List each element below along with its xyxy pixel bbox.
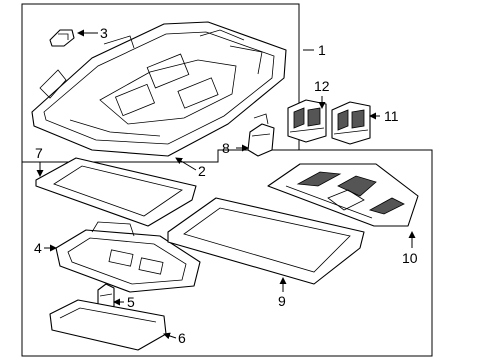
switch-11-part bbox=[331, 101, 371, 145]
lens-part bbox=[49, 299, 167, 351]
callout-11: 11 bbox=[384, 108, 399, 124]
leader-6 bbox=[163, 332, 177, 340]
callout-5: 5 bbox=[127, 294, 135, 310]
callout-3: 3 bbox=[100, 25, 108, 41]
sunroof-panel-part bbox=[167, 197, 365, 285]
callout-7: 7 bbox=[35, 145, 43, 161]
console-bezel-part bbox=[267, 163, 419, 227]
leader-2 bbox=[175, 157, 197, 171]
clip-part bbox=[49, 29, 75, 47]
callout-10: 10 bbox=[402, 250, 418, 266]
switch-12-part bbox=[287, 99, 327, 143]
connector-part bbox=[247, 113, 275, 157]
console-frame-part bbox=[31, 21, 287, 157]
lower-assembly-frame bbox=[21, 149, 433, 357]
callout-8: 8 bbox=[222, 140, 230, 156]
lamp-housing-part bbox=[55, 221, 201, 293]
callout-6: 6 bbox=[178, 330, 186, 346]
leader-lines bbox=[36, 29, 416, 340]
callout-4: 4 bbox=[34, 240, 42, 256]
callout-9: 9 bbox=[278, 293, 286, 309]
callout-12: 12 bbox=[314, 78, 330, 94]
callout-2: 2 bbox=[198, 163, 206, 179]
trim-panel-part bbox=[35, 157, 197, 227]
callout-1: 1 bbox=[318, 42, 326, 58]
